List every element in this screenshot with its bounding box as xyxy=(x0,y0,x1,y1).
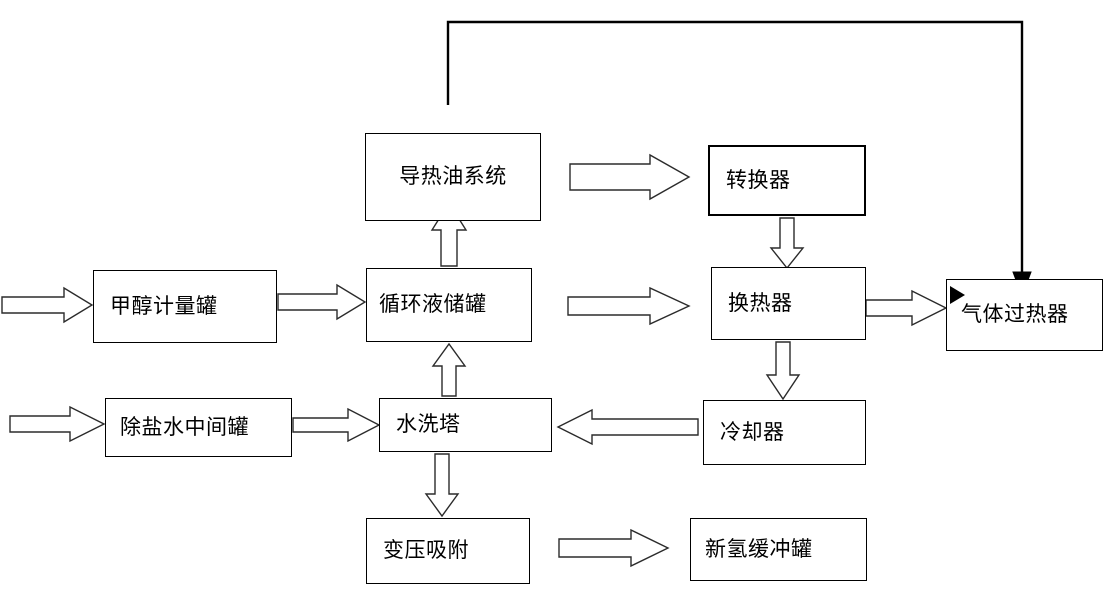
node-methanol-metering-tank[interactable]: 甲醇计量罐 xyxy=(93,270,277,343)
arrow-pressure-swing-adsorption-to-fresh-hydrogen-buffer-tank xyxy=(558,528,670,568)
node-label-fresh-hydrogen-buffer-tank: 新氢缓冲罐 xyxy=(705,536,813,561)
arrow-feed-to-demineralized-water-intermediate-tank xyxy=(9,405,106,443)
arrow-water-wash-tower-to-pressure-swing-adsorption xyxy=(424,453,460,518)
arrow-methanol-metering-tank-to-circulating-liquid-storage-tank xyxy=(277,283,367,321)
node-converter[interactable]: 转换器 xyxy=(708,145,866,216)
node-label-circulating-liquid-storage-tank: 循环液储罐 xyxy=(379,292,487,317)
node-fresh-hydrogen-buffer-tank[interactable]: 新氢缓冲罐 xyxy=(690,518,867,581)
node-demineralized-water-intermediate-tank[interactable]: 除盐水中间罐 xyxy=(105,398,292,457)
node-label-heat-transfer-oil-system: 导热油系统 xyxy=(399,164,507,189)
node-water-wash-tower[interactable]: 水洗塔 xyxy=(379,398,552,452)
node-label-demineralized-water-intermediate-tank: 除盐水中间罐 xyxy=(120,414,249,439)
node-label-heat-exchanger: 换热器 xyxy=(728,290,793,315)
node-label-pressure-swing-adsorption: 变压吸附 xyxy=(383,538,469,563)
node-label-cooler: 冷却器 xyxy=(720,419,785,444)
arrow-heat-exchanger-to-cooler xyxy=(765,341,801,401)
node-circulating-liquid-storage-tank[interactable]: 循环液储罐 xyxy=(366,268,532,342)
arrow-heat-exchanger-to-gas-superheater xyxy=(865,289,948,327)
gas-superheater-inlet-marker-icon xyxy=(950,286,965,304)
arrow-heat-transfer-oil-system-to-converter xyxy=(569,153,691,201)
node-label-water-wash-tower: 水洗塔 xyxy=(396,412,461,437)
node-label-gas-superheater: 气体过热器 xyxy=(961,302,1069,327)
node-pressure-swing-adsorption[interactable]: 变压吸附 xyxy=(366,518,530,584)
node-cooler[interactable]: 冷却器 xyxy=(703,400,866,465)
node-gas-superheater[interactable]: 气体过热器 xyxy=(946,279,1103,351)
arrow-feed-to-methanol-metering-tank xyxy=(1,286,94,324)
node-label-methanol-metering-tank: 甲醇计量罐 xyxy=(110,293,218,318)
node-heat-transfer-oil-system[interactable]: 导热油系统 xyxy=(365,133,541,221)
node-label-converter: 转换器 xyxy=(726,167,791,192)
arrow-water-wash-tower-to-circulating-liquid-storage-tank xyxy=(431,342,467,397)
arrow-circulating-liquid-storage-tank-to-heat-exchanger xyxy=(567,286,691,326)
arrow-demineralized-water-intermediate-tank-to-water-wash-tower xyxy=(292,407,381,443)
node-heat-exchanger[interactable]: 换热器 xyxy=(711,267,866,340)
arrow-cooler-to-water-wash-tower xyxy=(556,408,699,446)
arrow-converter-to-heat-exchanger xyxy=(769,217,805,270)
